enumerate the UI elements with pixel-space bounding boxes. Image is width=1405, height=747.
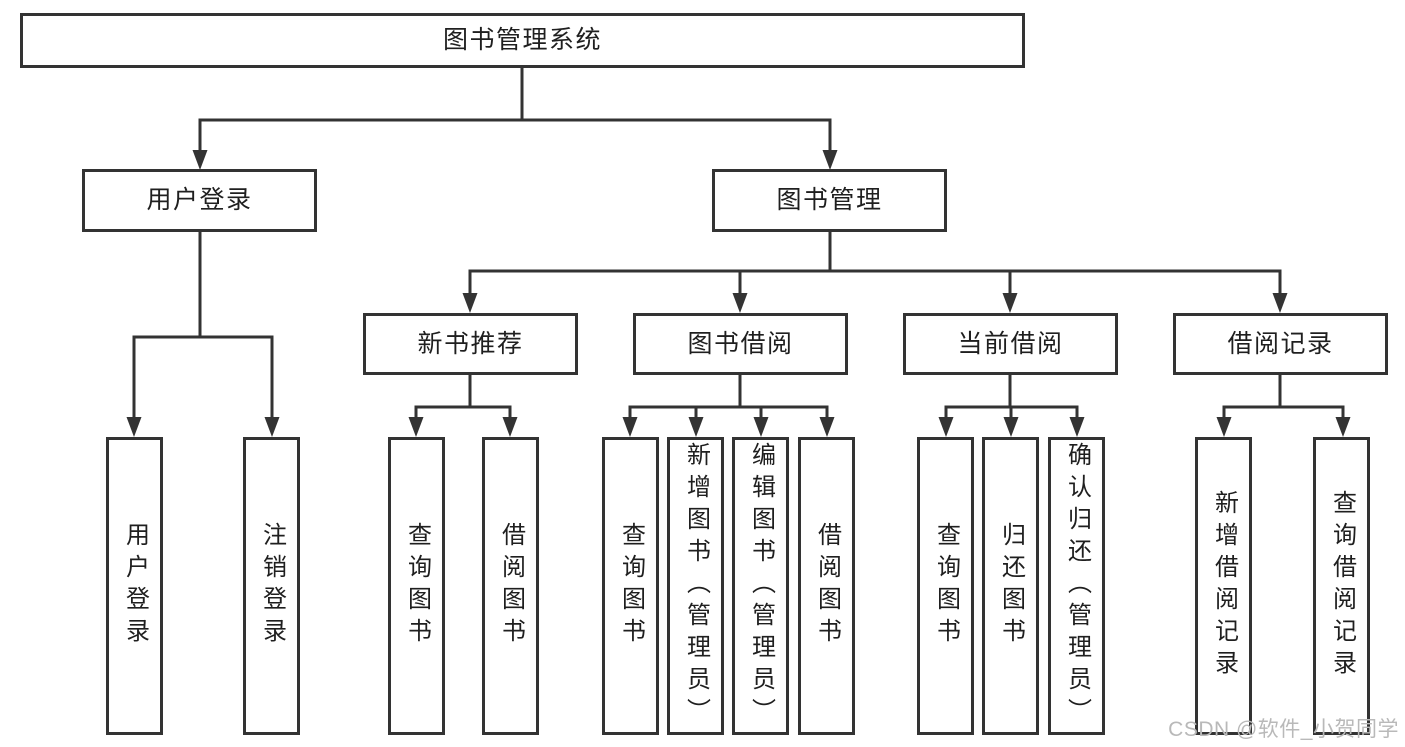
- node-query-books-recommend: 查询图书: [388, 437, 445, 735]
- node-confirm-return-admin: 确认归还（管理员）: [1048, 437, 1105, 735]
- node-return-books: 归还图书: [982, 437, 1039, 735]
- node-logout: 注销登录: [243, 437, 300, 735]
- node-label: 借阅图书: [497, 522, 525, 650]
- node-label: 借阅记录: [1227, 329, 1334, 358]
- node-label: 借阅图书: [813, 522, 841, 650]
- csdn-watermark: CSDN @软件_小贺同学: [1168, 718, 1399, 741]
- node-add-borrow-record: 新增借阅记录: [1195, 437, 1252, 735]
- node-label: 用户登录: [121, 522, 149, 650]
- node-label: 归还图书: [997, 522, 1025, 650]
- node-label: 确认归还（管理员）: [1063, 442, 1091, 730]
- node-label: 查询图书: [617, 522, 645, 650]
- node-add-book-admin: 新增图书（管理员）: [667, 437, 724, 735]
- node-label: 用户登录: [146, 186, 253, 214]
- node-current-borrowing: 当前借阅: [903, 313, 1118, 375]
- node-label: 新书推荐: [417, 329, 524, 358]
- node-query-books-current: 查询图书: [917, 437, 974, 735]
- node-edit-book-admin: 编辑图书（管理员）: [732, 437, 789, 735]
- node-borrow-books-recommend: 借阅图书: [482, 437, 539, 735]
- node-book-management: 图书管理: [712, 169, 947, 232]
- node-label: 查询图书: [932, 522, 960, 650]
- node-user-login: 用户登录: [82, 169, 317, 232]
- node-label: 查询借阅记录: [1328, 490, 1356, 682]
- node-label: 图书管理系统: [442, 26, 602, 54]
- node-query-books-borrowing: 查询图书: [602, 437, 659, 735]
- node-new-book-recommendation: 新书推荐: [363, 313, 578, 375]
- node-library-system: 图书管理系统: [20, 13, 1025, 68]
- node-label: 图书管理: [776, 186, 883, 214]
- node-query-borrow-record: 查询借阅记录: [1313, 437, 1370, 735]
- node-borrowing-records: 借阅记录: [1173, 313, 1388, 375]
- node-user-login-leaf: 用户登录: [106, 437, 163, 735]
- node-borrow-books-borrowing: 借阅图书: [798, 437, 855, 735]
- node-label: 图书借阅: [687, 329, 794, 358]
- node-book-borrowing: 图书借阅: [633, 313, 848, 375]
- node-label: 注销登录: [258, 522, 286, 650]
- node-label: 新增图书（管理员）: [682, 442, 710, 730]
- node-label: 查询图书: [403, 522, 431, 650]
- node-label: 当前借阅: [957, 329, 1064, 358]
- node-label: 编辑图书（管理员）: [747, 442, 775, 730]
- node-label: 新增借阅记录: [1210, 490, 1238, 682]
